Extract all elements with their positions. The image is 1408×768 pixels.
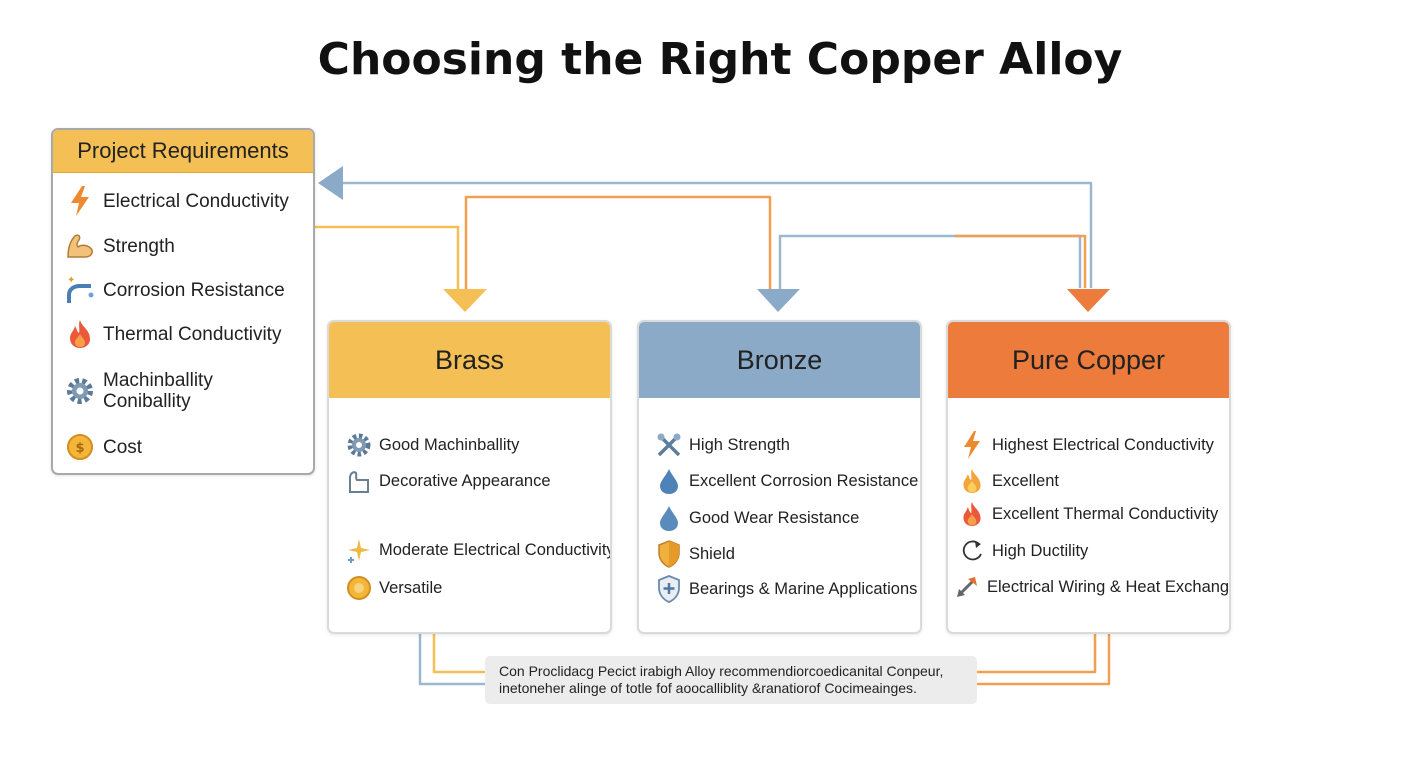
- flame-icon: [958, 500, 986, 528]
- copper-feature: Excellent Thermal Conductivity: [958, 500, 1218, 528]
- lightning-icon: [65, 186, 95, 216]
- water-drop-icon: [655, 467, 683, 495]
- gear-icon: [65, 376, 95, 406]
- page-title: Choosing the Right Copper Alloy: [317, 34, 1123, 85]
- bronze-feature: Shield: [655, 540, 735, 568]
- svg-text:$: $: [75, 441, 84, 456]
- arrow-head-copper: [1067, 289, 1110, 312]
- flame-icon: [65, 319, 95, 349]
- water-drop-icon: [655, 504, 683, 532]
- brass-card-title: Brass: [329, 322, 610, 398]
- gear-icon: [345, 431, 373, 459]
- shield-icon: [655, 540, 683, 568]
- requirement-thermal-conductivity: Thermal Conductivity: [65, 319, 281, 349]
- requirement-machinability: Machinballity Coniballity: [65, 370, 213, 412]
- tools-icon: [655, 431, 683, 459]
- brass-feature: Versatile: [345, 574, 442, 602]
- bronze-feature: High Strength: [655, 431, 790, 459]
- diagonal-arrow-icon: [953, 573, 981, 601]
- arrow-head-brass: [443, 289, 487, 312]
- copper-feature: Excellent: [958, 467, 1059, 495]
- bronze-card-title: Bronze: [639, 322, 920, 398]
- arm-icon: [345, 467, 373, 495]
- pipe-drip-icon: ✦: [65, 275, 95, 305]
- requirement-corrosion-resistance: ✦ Corrosion Resistance: [65, 275, 285, 305]
- brass-feature: Moderate Electrical Conductivity: [345, 536, 610, 564]
- arrow-head-bronze: [757, 289, 800, 312]
- bronze-feature: Excellent Corrosion Resistance: [655, 467, 918, 495]
- coin-icon: $: [65, 432, 95, 462]
- copper-feature: Electrical Wiring & Heat Exchangers: [953, 573, 1229, 601]
- requirements-panel: Project Requirements Electrical Conducti…: [51, 128, 315, 475]
- flame-icon: [958, 467, 986, 495]
- bronze-feature: Good Wear Resistance: [655, 504, 859, 532]
- shield-plus-icon: [655, 575, 683, 603]
- svg-text:✦: ✦: [67, 275, 75, 286]
- lightning-icon: [958, 431, 986, 459]
- copper-feature: High Ductility: [958, 537, 1088, 565]
- copper-card: Pure Copper Highest Electrical Conductiv…: [946, 320, 1231, 634]
- requirements-title: Project Requirements: [53, 130, 313, 173]
- bronze-feature: Bearings & Marine Applications: [655, 575, 917, 603]
- requirement-electrical-conductivity: Electrical Conductivity: [65, 186, 289, 216]
- refresh-icon: [958, 537, 986, 565]
- brass-card: Brass Good Machinballity Decorative Appe…: [327, 320, 612, 634]
- requirement-strength: Strength: [65, 231, 175, 261]
- flexed-arm-icon: [65, 231, 95, 261]
- bronze-card: Bronze High Strength Excellent Corrosion…: [637, 320, 922, 634]
- copper-card-title: Pure Copper: [948, 322, 1229, 398]
- brass-feature: Decorative Appearance: [345, 467, 551, 495]
- circle-icon: [345, 574, 373, 602]
- recommendation-note: Con Proclidacg Pecict irabigh Alloy reco…: [485, 656, 977, 704]
- requirement-cost: $ Cost: [65, 432, 142, 462]
- copper-feature: Highest Electrical Conductivity: [958, 431, 1214, 459]
- arrow-head-requirements: [318, 166, 343, 200]
- brass-feature: Good Machinballity: [345, 431, 519, 459]
- sparkle-icon: [345, 536, 373, 564]
